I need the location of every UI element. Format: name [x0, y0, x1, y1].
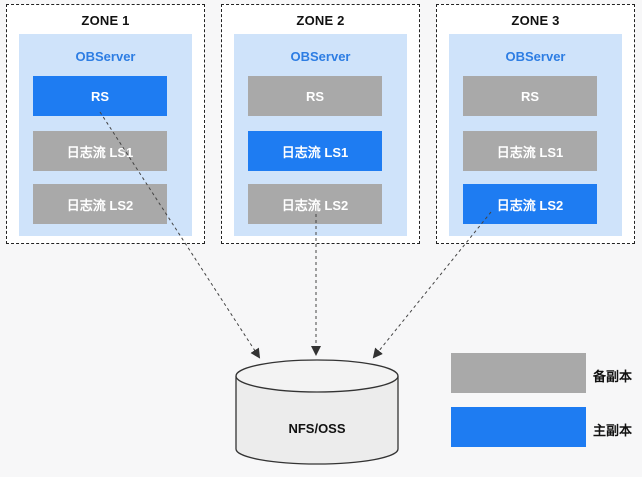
zone-title: ZONE 1 [81, 13, 130, 28]
rs-replica-backup: RS [463, 76, 597, 116]
zone-title: ZONE 3 [511, 13, 560, 28]
ls1-replica-backup: 日志流 LS1 [33, 131, 167, 171]
observer-node: OBServer RS 日志流 LS1 日志流 LS2 [234, 34, 407, 236]
ls2-replica-primary: 日志流 LS2 [463, 184, 597, 224]
observer-node: OBServer RS 日志流 LS1 日志流 LS2 [449, 34, 622, 236]
ls2-replica-backup: 日志流 LS2 [248, 184, 382, 224]
observer-title: OBServer [75, 49, 136, 64]
zone-2: ZONE 2 OBServer RS 日志流 LS1 日志流 LS2 [221, 4, 420, 244]
observer-title: OBServer [505, 49, 566, 64]
storage-cylinder [235, 359, 399, 465]
observer-title: OBServer [290, 49, 351, 64]
observer-node: OBServer RS 日志流 LS1 日志流 LS2 [19, 34, 192, 236]
ls2-replica-backup: 日志流 LS2 [33, 184, 167, 224]
ls1-replica-backup: 日志流 LS1 [463, 131, 597, 171]
legend-primary-label: 主副本 [593, 423, 633, 438]
legend-primary-swatch [451, 407, 586, 447]
rs-replica-backup: RS [248, 76, 382, 116]
rs-replica-primary: RS [33, 76, 167, 116]
zone-3: ZONE 3 OBServer RS 日志流 LS1 日志流 LS2 [436, 4, 635, 244]
legend-backup-swatch [451, 353, 586, 393]
legend-backup-label: 备副本 [593, 369, 633, 384]
ls1-replica-primary: 日志流 LS1 [248, 131, 382, 171]
zone-title: ZONE 2 [296, 13, 345, 28]
storage-label: NFS/OSS [288, 421, 346, 436]
zone-1: ZONE 1 OBServer RS 日志流 LS1 日志流 LS2 [6, 4, 205, 244]
